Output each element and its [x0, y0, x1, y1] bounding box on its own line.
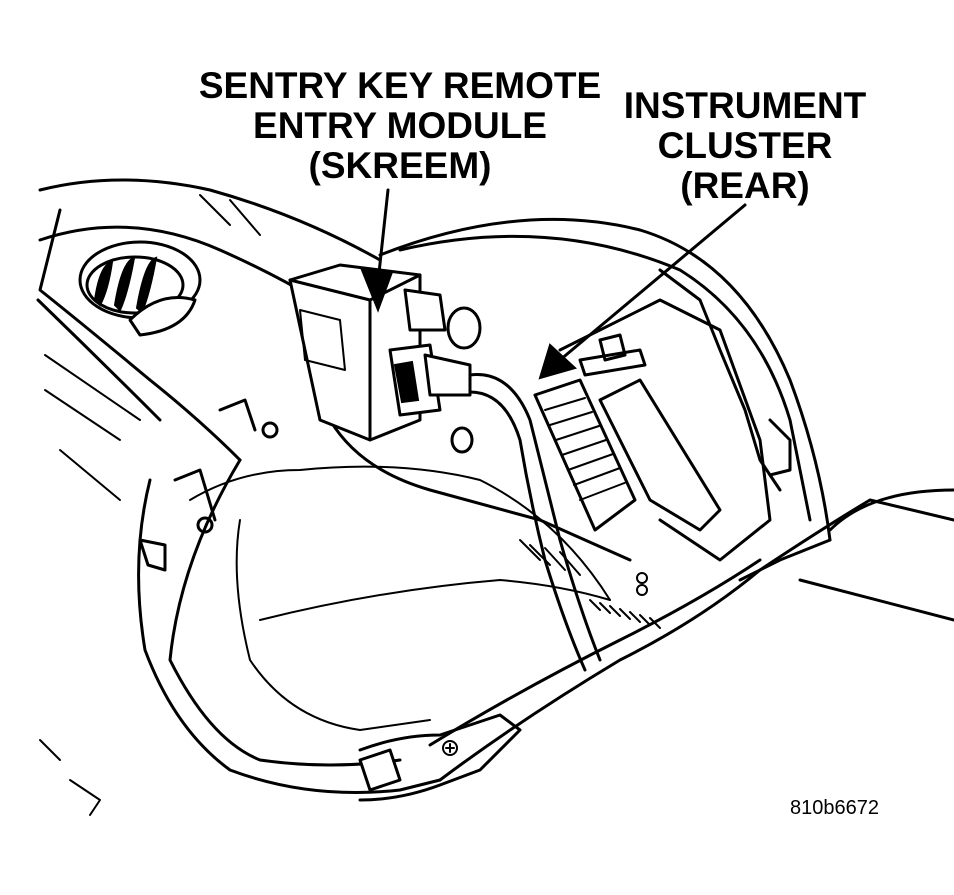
cluster-label-line-1: INSTRUMENT: [623, 85, 867, 126]
callout-arrows: [360, 188, 747, 380]
figure-id: 810b6672: [790, 797, 879, 819]
cluster-arrowhead-icon: [538, 343, 577, 380]
lower-trim: [39, 488, 954, 816]
air-vent: [78, 240, 202, 337]
instrument-cluster-callout-label: INSTRUMENT CLUSTER (REAR): [610, 86, 880, 206]
cluster-label-line-2: CLUSTER: [657, 125, 833, 166]
skreem-leader-line: [376, 188, 390, 284]
cluster-label-line-3: (REAR): [680, 165, 810, 206]
skreem-callout-label: SENTRY KEY REMOTE ENTRY MODULE (SKREEM): [190, 66, 610, 186]
cluster-opening: [137, 217, 832, 794]
skreem-module: [288, 263, 482, 454]
wiring-harness: [468, 373, 602, 672]
cluster-leader-line: [558, 203, 747, 362]
skreem-label-line-2: ENTRY MODULE: [253, 105, 547, 146]
skreem-label-line-3: (SKREEM): [308, 145, 492, 186]
skreem-arrowhead-icon: [360, 268, 394, 313]
skreem-label-line-1: SENTRY KEY REMOTE: [198, 65, 602, 106]
instrument-cluster: [533, 298, 792, 562]
